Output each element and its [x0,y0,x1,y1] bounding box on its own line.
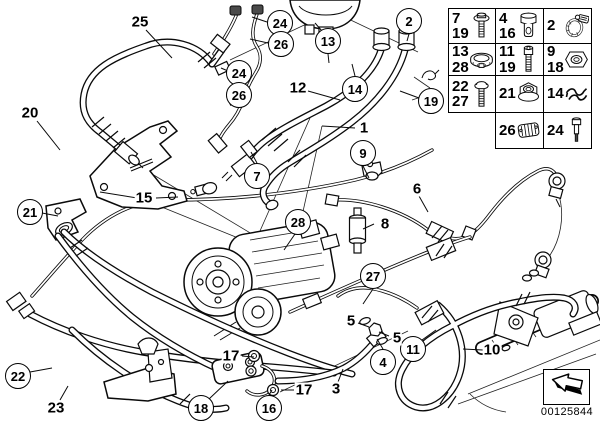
callout-plain-17[interactable]: 17 [294,381,314,399]
hex-bolt-icon [469,80,494,109]
leader-lines [29,16,484,401]
direction-arrow-box [543,369,590,405]
callout-circled-26[interactable]: 26 [268,31,294,57]
callout-circled-24[interactable]: 24 [226,60,252,86]
pipe-15-sensor [190,182,218,197]
callout-circled-14[interactable]: 14 [342,76,368,102]
socket-bolt-icon [516,45,541,74]
callout-plain-5[interactable]: 5 [391,329,403,347]
power-steering-pump [183,219,341,341]
callout-circled-28[interactable]: 28 [285,209,311,235]
callout-circled-13[interactable]: 13 [315,28,341,54]
flange-bolt-icon [469,12,494,41]
hoses-lower-left [5,228,356,413]
callout-plain-20[interactable]: 20 [20,104,40,122]
image-number: 00125844 [540,406,594,418]
legend-cell-numbers: 26 [499,121,516,139]
legend-cell-2[interactable]: 2 [543,8,592,44]
callout-plain-3[interactable]: 3 [330,380,342,398]
callout-plain-8[interactable]: 8 [379,215,391,233]
hose-25 [79,33,231,169]
callout-circled-19[interactable]: 19 [418,88,444,114]
bracket-20 [89,120,188,210]
hex-bolt-large-icon [516,12,541,41]
callout-plain-17[interactable]: 17 [221,347,241,365]
callout-plain-25[interactable]: 25 [130,13,150,31]
direction-arrow-icon [551,373,584,395]
callout-plain-23[interactable]: 23 [46,399,66,417]
callout-plain-6[interactable]: 6 [411,180,423,198]
shoulder-stud-icon [564,116,589,145]
callout-circled-11[interactable]: 11 [400,336,426,362]
legend-cell-numbers: 14 [547,85,564,103]
callout-plain-12[interactable]: 12 [288,79,308,97]
callout-plain-1[interactable]: 1 [358,119,370,137]
legend-cell-numbers: 21 [499,85,516,103]
callout-plain-10[interactable]: 10 [482,341,502,359]
callout-plain-15[interactable]: 15 [134,189,154,207]
spring-clip-icon [564,80,589,109]
legend-cell-numbers: 24 [547,121,564,139]
callout-circled-16[interactable]: 16 [256,395,282,421]
legend-cell-numbers: 2 [547,17,556,35]
callout-circled-2[interactable]: 2 [396,8,422,34]
pipe-27 [288,235,472,314]
valve-8 [348,207,367,254]
callout-circled-22[interactable]: 22 [5,363,31,389]
callout-circled-7[interactable]: 7 [244,163,270,189]
hose-clamp-icon [564,12,589,41]
clamp-block-icon [516,116,541,145]
callout-circled-21[interactable]: 21 [17,199,43,225]
legend-cell-21[interactable]: 21 [495,75,544,113]
callout-circled-26[interactable]: 26 [226,82,252,108]
callout-circled-4[interactable]: 4 [370,349,396,375]
hex-nut-icon [564,45,589,74]
bracket-23 [103,337,177,402]
band-clamp-icon [469,45,494,74]
legend-cell-14[interactable]: 14 [543,75,592,113]
legend-cell-26[interactable]: 26 [495,112,544,149]
callout-circled-18[interactable]: 18 [188,395,214,421]
pipe-6 [324,167,566,245]
legend-cell-24[interactable]: 24 [543,112,592,149]
callout-circled-27[interactable]: 27 [360,263,386,289]
callout-plain-5[interactable]: 5 [345,312,357,330]
callout-circled-9[interactable]: 9 [350,140,376,166]
flange-nut-icon [516,80,541,109]
